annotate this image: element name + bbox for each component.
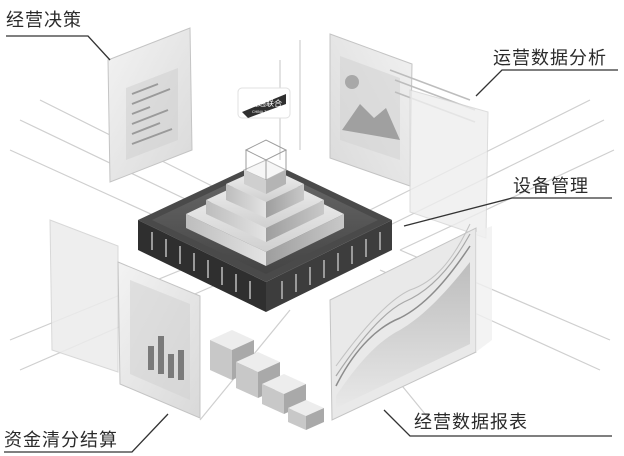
image-sun-icon (345, 75, 359, 89)
bar-chart-icon (148, 336, 184, 380)
logo-sub-text: CHINA T-UNION (252, 110, 279, 114)
label-operations-analysis: 运营数据分析 (493, 48, 607, 69)
panel-operations-analysis (329, 33, 476, 187)
logo-main-text: 交通联合 (250, 98, 282, 108)
label-device-management: 设备管理 (513, 176, 589, 197)
image-mountain-icon (342, 104, 400, 140)
label-business-report: 经营数据报表 (414, 412, 528, 433)
panel-settlement-chart (49, 219, 201, 419)
panel-report-chart (329, 223, 477, 421)
central-platform (138, 139, 392, 312)
label-fund-settlement: 资金清分结算 (4, 430, 118, 451)
t-union-logo: 交通联合 CHINA T-UNION (237, 87, 291, 119)
stacked-blocks (210, 330, 324, 430)
panel-decision (107, 27, 193, 183)
label-leaders (4, 35, 618, 453)
label-business-decision: 经营决策 (6, 10, 82, 31)
